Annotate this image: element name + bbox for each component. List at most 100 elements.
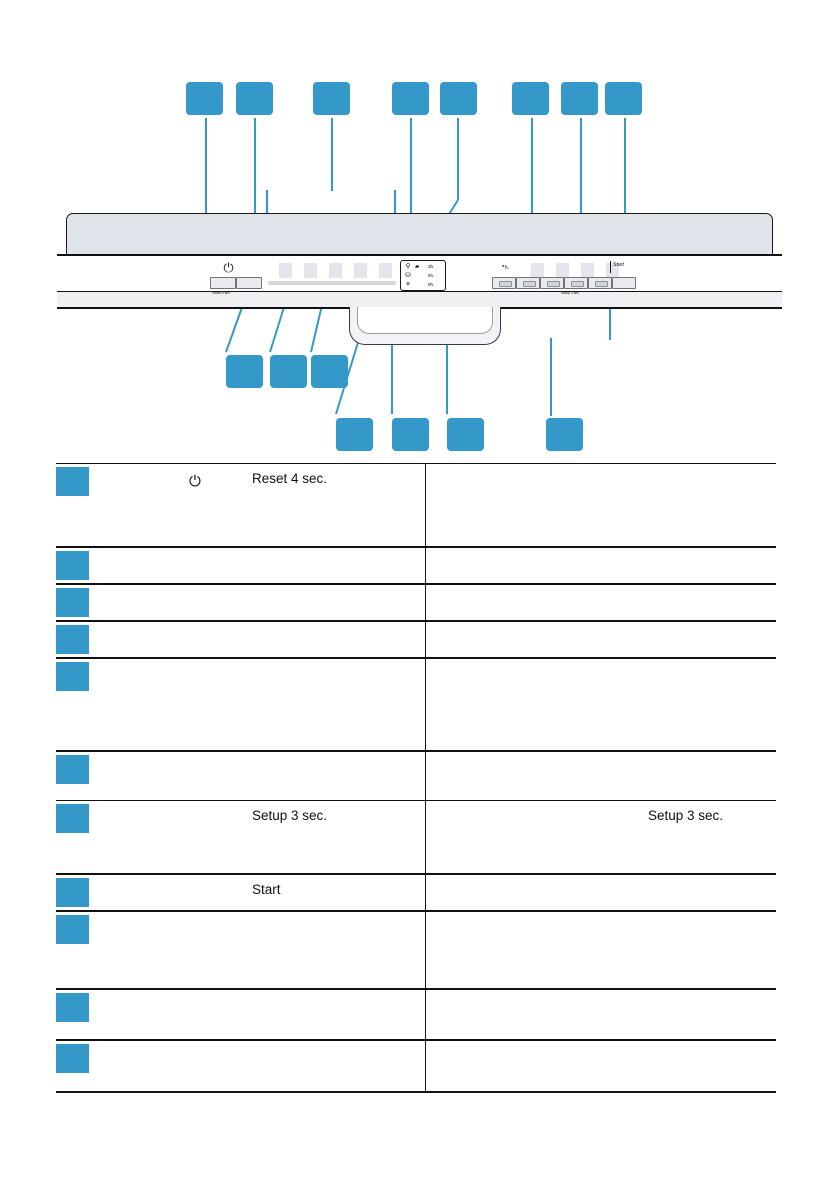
leader-line-8 [624,118,626,266]
legend-column-divider [425,622,426,657]
power-key-left[interactable] [210,277,236,289]
callout-box-4 [392,82,429,115]
legend-row [56,910,776,988]
salt-icon: ▰ [415,264,420,270]
program-indicator-1 [279,263,292,278]
legend-text-column-b: Setup 3 sec. [648,808,724,823]
legend-number-chip [56,662,89,691]
legend-text-column-a: Reset 4 sec. [252,471,328,486]
legend-column-divider [425,1041,426,1091]
right-indicator-2 [556,263,569,278]
callout-box-7 [561,82,598,115]
legend-row: Start [56,873,776,910]
legend-column-divider [425,659,426,750]
legend-row [56,620,776,657]
start-key[interactable] [612,277,636,289]
callout-box-10 [270,355,307,388]
right-indicator-3 [581,263,594,278]
callout-box-15 [546,418,583,451]
detergent-icon: ⛁ [405,272,411,279]
legend-column-divider [425,875,426,910]
start-divider [610,261,611,273]
callout-box-8 [605,82,642,115]
legend-number-chip [56,804,89,833]
legend-column-divider [425,752,426,800]
legend-column-divider [425,912,426,988]
clock-unit-label: h. [504,265,510,271]
legend-column-divider [425,548,426,583]
power-key-right[interactable] [236,277,262,289]
program-indicator-2 [304,263,317,278]
setup-key-4[interactable] [564,277,588,289]
reset-hint-label: Reset 4 sec. [212,291,231,295]
callout-box-12 [336,418,373,451]
leader-line-6 [531,118,533,261]
legend-power-icon: ⏻ [189,473,201,490]
legend-column-divider [425,585,426,620]
legend-column-divider [425,801,426,873]
program-indicator-4 [354,263,367,278]
legend-number-chip [56,551,89,580]
legend-number-chip [56,755,89,784]
legend-row: Setup 3 sec. Setup 3 sec. [56,800,776,873]
legend-bottom-rule [56,1091,776,1093]
start-label: Start [613,262,624,268]
callout-box-14 [447,418,484,451]
setup-key-2[interactable] [516,277,540,289]
appliance-top-body [66,213,773,255]
setup-key-5[interactable] [588,277,612,289]
callout-box-11 [311,355,348,388]
leader-line-4 [410,118,412,260]
rinse-aid-icon: ⚲ [405,263,411,270]
setup-key-3[interactable] [540,277,564,289]
legend-row [56,750,776,800]
callout-box-5 [440,82,477,115]
legend-number-chip [56,1044,89,1073]
legend-number-chip [56,625,89,654]
legend-row [56,1039,776,1091]
leader-line-3 [331,118,333,191]
callout-box-6 [512,82,549,115]
door-handle-inner [357,307,493,334]
legend-row [56,546,776,583]
legend-row: ⏻ Reset 4 sec. [56,463,776,546]
legend-row [56,988,776,1039]
leader-line-15 [550,338,552,416]
right-indicator-1 [531,263,544,278]
program-indicator-5 [379,263,392,278]
snowflake-icon: ✳ [405,281,411,288]
leader-line-2 [254,118,256,270]
leader-line-7 [580,118,582,270]
legend-text-column-a: Start [252,882,281,897]
legend-text-column-a: Setup 3 sec. [252,808,328,823]
legend-column-divider [425,464,426,546]
display-value-3: 9h. [428,282,435,287]
power-icon: ⏻ [223,260,234,275]
callout-box-13 [392,418,429,451]
legend-number-chip [56,915,89,944]
legend-number-chip [56,993,89,1022]
display-row-3: ✳ 9h. [404,281,444,290]
callout-box-1 [186,82,223,115]
legend-number-chip [56,467,89,496]
right-indicator-4 [606,263,619,278]
legend-column-divider [425,990,426,1039]
display-row-2: ⛁ 6h. [404,272,444,281]
setup-key-1[interactable] [492,277,516,289]
program-indicator-3 [329,263,342,278]
clock-icon: ◔h. [500,262,510,271]
callout-box-3 [313,82,350,115]
callout-box-9 [226,355,263,388]
status-display: ⚲ ▰ 3h. ⛁ 6h. ✳ 9h. [400,260,446,291]
setup-hint-label: Setup 3 sec. [561,291,580,295]
legend-number-chip [56,588,89,617]
program-slider-bar[interactable] [268,281,396,285]
callout-box-2 [236,82,273,115]
display-row-1: ⚲ ▰ 3h. [404,263,444,272]
leader-line-1 [205,118,207,252]
legend-row [56,583,776,620]
display-value-2: 6h. [428,273,435,278]
legend-table: ⏻ Reset 4 sec. Setup 3 sec. Setup 3 sec. Sta… [56,463,776,1093]
legend-row [56,657,776,750]
